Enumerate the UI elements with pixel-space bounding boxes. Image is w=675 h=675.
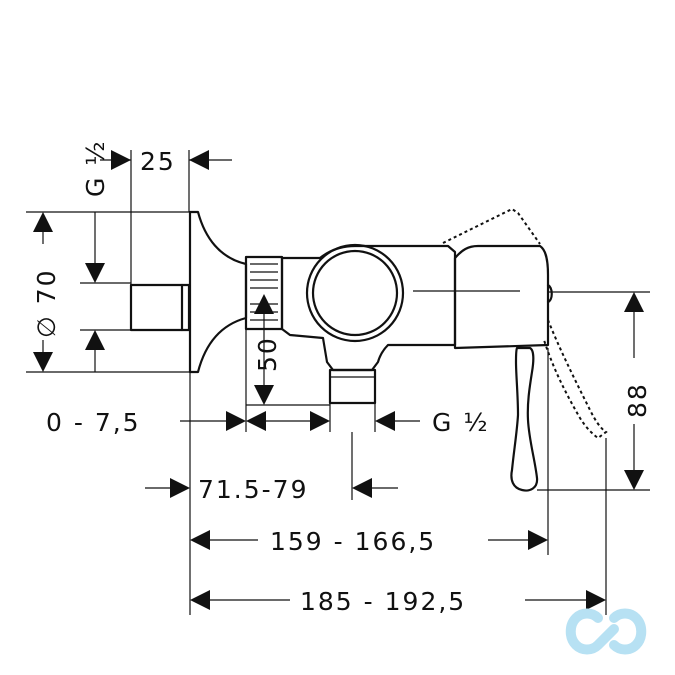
label-dim-25: 25 — [140, 147, 176, 176]
mixer-body — [280, 243, 520, 372]
lever-handle-alt-position — [442, 207, 608, 440]
label-thread-top: G ½ — [81, 139, 110, 197]
dimension-labels: G ½ 25 ∅ 70 50 88 0 - 7,5 G ½ 71.5-79 15… — [32, 139, 652, 616]
label-dim-185-192-5: 185 - 192,5 — [300, 587, 466, 616]
label-dim-88: 88 — [623, 382, 652, 418]
inlet-nipple — [129, 283, 191, 332]
label-dim-159-166-5: 159 - 166,5 — [270, 527, 436, 556]
label-dim-70: ∅ 70 — [32, 268, 61, 338]
label-thread-bottom: G ½ — [432, 408, 490, 437]
wall-flange — [188, 210, 248, 374]
handle-housing — [453, 244, 553, 350]
lever-handle — [510, 346, 539, 492]
label-dim-71-5-79: 71.5-79 — [198, 475, 309, 504]
brand-logo-icon — [565, 608, 647, 655]
label-dim-50: 50 — [253, 336, 282, 372]
outlet-nipple — [328, 368, 377, 405]
label-dim-0-7-5: 0 - 7,5 — [46, 408, 141, 437]
dimension-lines — [26, 150, 650, 615]
